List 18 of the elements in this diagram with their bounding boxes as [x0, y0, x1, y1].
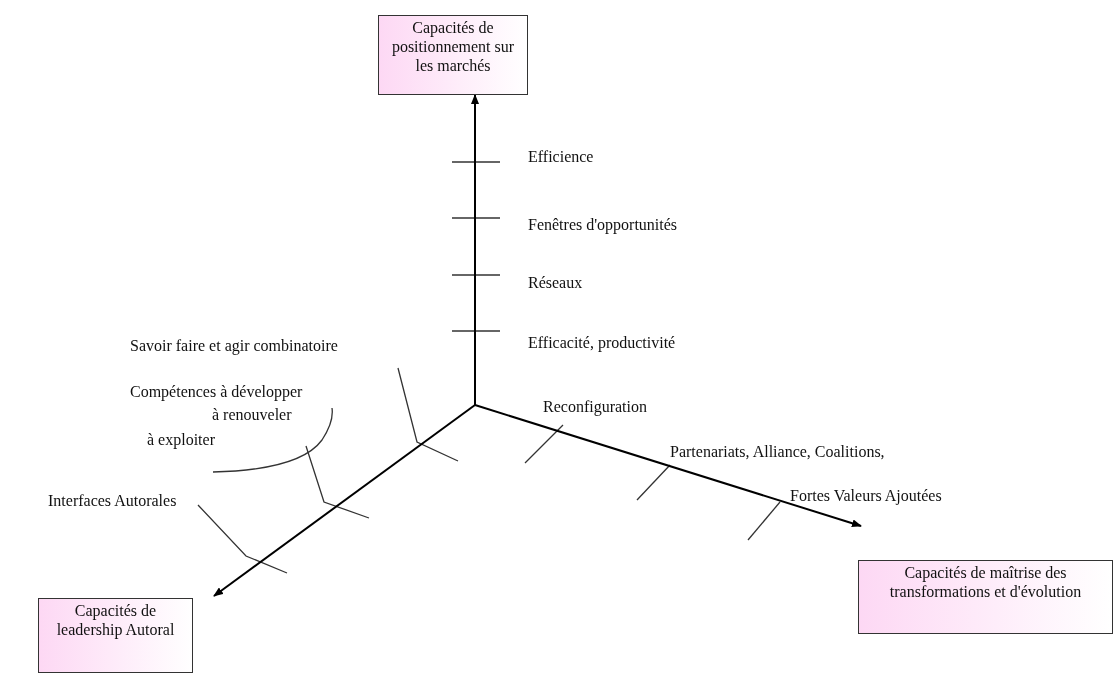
axis-label: Fortes Valeurs Ajoutées: [790, 486, 942, 505]
capability-box: Capacités de leadership Autoral: [38, 598, 193, 673]
axis-arrow: [474, 404, 862, 528]
axis-label: à renouveler: [212, 405, 292, 424]
axis-label: Efficacité, productivité: [528, 333, 676, 352]
axis-label: Savoir faire et agir combinatoire: [130, 336, 338, 355]
capability-box: Capacités de maîtrise des transformations et d'évolution: [858, 560, 1113, 634]
axis-label: Reconfiguration: [543, 397, 647, 416]
axis-arrow: [213, 404, 476, 597]
axis-label: Partenariats, Alliance, Coalitions,: [670, 442, 885, 461]
axis-label: Interfaces Autorales: [48, 491, 177, 510]
axis-arrow: [471, 94, 479, 406]
axis-label: à exploiter: [147, 430, 215, 449]
axis-label: Efficience: [528, 147, 594, 166]
axis-label: Compétences à développer: [130, 382, 303, 401]
axis-label: Réseaux: [528, 273, 583, 292]
capability-box: Capacités de positionnement sur les marchés: [378, 15, 528, 95]
axis-label: Fenêtres d'opportunités: [528, 215, 678, 234]
